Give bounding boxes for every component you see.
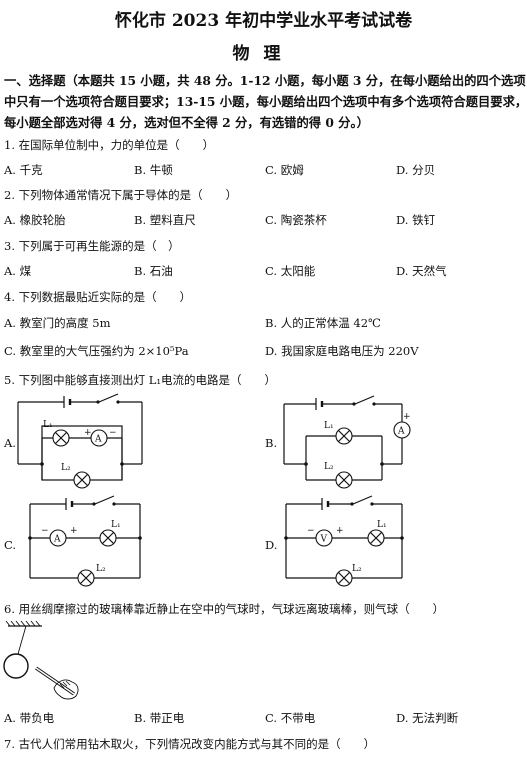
plus-sign-d: + [336,526,344,536]
question-2-option-d: D. 铁钉 [396,213,436,227]
question-5-option-d: D. [265,538,278,552]
question-2-option-c: C. 陶瓷茶杯 [265,213,327,227]
lamp-1-label-c: L₁ [111,520,121,530]
question-1-option-c: C. 欧姆 [265,163,304,177]
section-instructions-line-1: 一、选择题（本题共 15 小题，共 48 分。1-12 小题，每小题 3 分，在… [4,73,526,88]
lamp-1-label-a: L₁ [43,420,53,430]
exam-title: 怀化市 2023 年初中学业水平考试试卷 [114,11,413,31]
lamp-2-label-b: L₂ [324,462,334,472]
lamp-2-label-c: L₂ [96,564,106,574]
question-2-option-b: B. 塑料直尺 [134,213,196,227]
question-4-option-b: B. 人的正常体温 42℃ [265,316,381,330]
lamp-2-label-a: L₂ [61,463,71,473]
ammeter-symbol-a: A [94,435,102,445]
question-3-stem: 3. 下列属于可再生能源的是（ ） [4,239,180,253]
section-instructions-line-2: 中只有一个选项符合题目要求；13-15 小题，每小题给出四个选项中有多个选项符合… [4,94,527,109]
circuit-diagram-a: A + − L₁ L₂ [17,393,143,489]
question-1-stem: 1. 在国际单位制中，力的单位是（ ） [4,138,215,152]
question-2-stem: 2. 下列物体通常情况下属于导体的是（ ） [4,188,238,202]
circuit-diagram-c: A − + L₁ L₂ [28,495,142,587]
lamp-1-label-d: L₁ [377,520,387,530]
ammeter-symbol-b: A [397,427,405,437]
question-3-option-d: D. 天然气 [396,264,447,278]
lamp-2-label-d: L₂ [352,564,362,574]
question-2-option-a: A. 橡胶轮胎 [4,213,66,227]
minus-sign-c: − [41,526,49,536]
question-6-option-c: C. 不带电 [265,711,316,725]
question-4-option-d: D. 我国家庭电路电压为 220V [265,344,419,358]
question-7-stem: 7. 古代人们常用钻木取火，下列情况改变内能方式与其不同的是（ ） [4,737,376,751]
section-instructions-line-3: 每小题全部选对得 4 分，选对但不全得 2 分，有选错的得 0 分。） [4,115,369,130]
question-1-option-b: B. 牛顿 [134,163,173,177]
question-4-stem: 4. 下列数据最贴近实际的是（ ） [4,290,192,304]
question-3-option-c: C. 太阳能 [265,264,316,278]
circuit-diagram-b: A + L₁ L₂ [283,395,411,489]
question-4-option-a: A. 教室门的高度 5m [4,316,111,330]
question-1-option-a: A. 千克 [4,163,43,177]
question-3-option-a: A. 煤 [4,264,32,278]
lamp-1-label-b: L₁ [324,421,334,431]
circuit-diagram-d: V − + L₁ L₂ [284,495,404,587]
question-1-option-d: D. 分贝 [396,163,436,177]
voltmeter-symbol-d: V [320,535,328,545]
question-6-option-b: B. 带正电 [134,711,185,725]
question-5-option-c: C. [4,538,17,552]
question-6-option-d: D. 无法判断 [396,711,459,725]
plus-sign-a: + [84,428,92,438]
question-6-option-a: A. 带负电 [4,711,55,725]
subject-title: 物理 [232,44,295,64]
question-6-stem: 6. 用丝绸摩擦过的玻璃棒靠近静止在空中的气球时，气球远离玻璃棒，则气球（ ） [4,602,445,616]
question-5-option-b: B. [265,436,278,450]
plus-sign-c: + [70,526,78,536]
balloon-and-glass-rod-figure [3,620,79,700]
question-4-option-c: C. 教室里的大气压强约为 2×10⁵Pa [4,344,189,358]
ammeter-symbol-c: A [53,535,61,545]
minus-sign-a: − [109,428,117,438]
plus-sign-b: + [403,412,411,422]
minus-sign-d: − [307,526,315,536]
question-5-stem: 5. 下列图中能够直接测出灯 L₁电流的电路是（ ） [4,373,277,387]
question-5-option-a: A. [4,436,16,450]
question-3-option-b: B. 石油 [134,264,173,278]
